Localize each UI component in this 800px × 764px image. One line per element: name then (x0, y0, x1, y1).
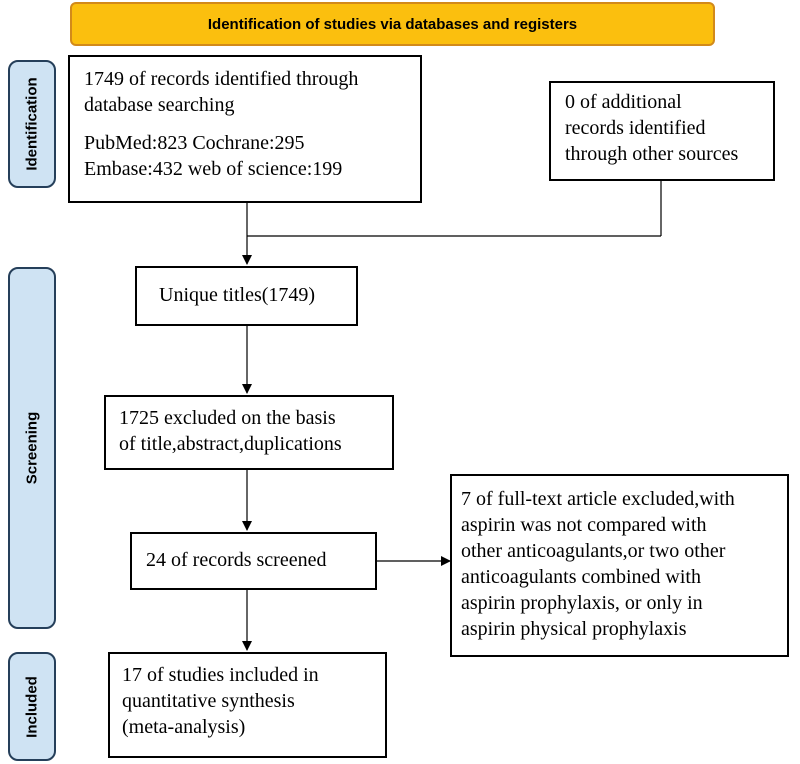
stage-screening: Screening (8, 267, 56, 629)
unique-titles-line1: Unique titles(1749) (159, 284, 316, 306)
fulltext-excluded-line5: aspirin prophylaxis, or only in (461, 592, 703, 614)
studies-included-box: 17 of studies included in quantitative s… (108, 652, 387, 758)
fulltext-excluded-box: 7 of full-text article excluded,with asp… (450, 474, 789, 657)
stage-screening-label: Screening (23, 411, 41, 485)
excluded-title-box: 1725 excluded on the basis of title,abst… (104, 395, 394, 470)
fulltext-excluded-line6: aspirin physical prophylaxis (461, 618, 687, 640)
records-identified-line1: 1749 of records identified through (84, 68, 359, 90)
records-identified-line3: PubMed:823 Cochrane:295 (84, 132, 305, 154)
fulltext-excluded-line3: other anticoagulants,or two other (461, 540, 726, 562)
additional-records-line3: through other sources (565, 143, 739, 165)
records-identified-line2: database searching (84, 94, 235, 116)
stage-identification-label: Identification (23, 77, 41, 171)
additional-records-line1: 0 of additional (565, 91, 682, 113)
fulltext-excluded-line1: 7 of full-text article excluded,with (461, 488, 735, 510)
additional-records-line2: records identified (565, 117, 706, 139)
records-screened-line1: 24 of records screened (146, 549, 327, 571)
excluded-title-line1: 1725 excluded on the basis (119, 407, 336, 429)
excluded-title-line2: of title,abstract,duplications (119, 433, 342, 455)
records-identified-line4: Embase:432 web of science:199 (84, 158, 343, 180)
records-identified-box: 1749 of records identified through datab… (68, 55, 422, 203)
header-title: Identification of studies via databases … (207, 15, 578, 33)
stage-included-label: Included (23, 675, 41, 738)
fulltext-excluded-line4: anticoagulants combined with (461, 566, 701, 588)
fulltext-excluded-line2: aspirin was not compared with (461, 514, 707, 536)
studies-included-line3: (meta-analysis) (122, 716, 246, 738)
additional-records-box: 0 of additional records identified throu… (549, 81, 775, 181)
unique-titles-box: Unique titles(1749) (135, 266, 358, 326)
stage-identification: Identification (8, 60, 56, 188)
studies-included-line1: 17 of studies included in (122, 664, 319, 686)
header-banner: Identification of studies via databases … (70, 2, 715, 46)
records-screened-box: 24 of records screened (130, 532, 377, 590)
stage-included: Included (8, 652, 56, 761)
studies-included-line2: quantitative synthesis (122, 690, 295, 712)
